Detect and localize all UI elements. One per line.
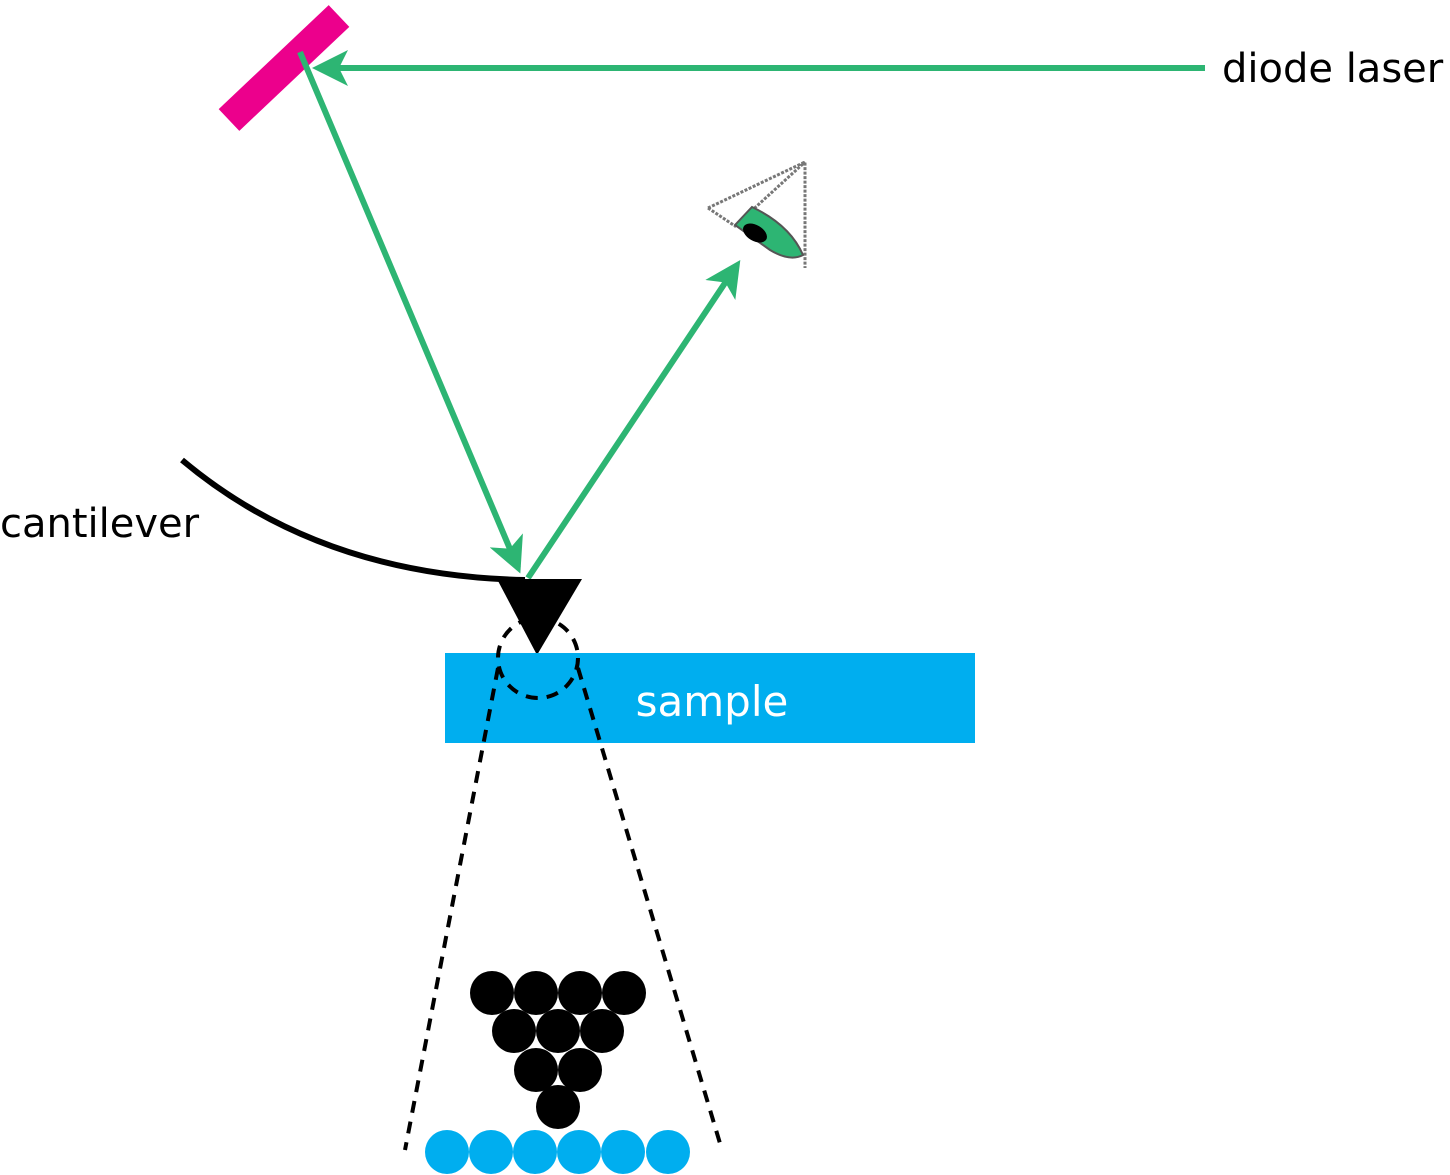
cantilever-label: cantilever	[0, 501, 200, 547]
tip-atoms	[470, 971, 646, 1129]
eye-detector-icon	[707, 159, 807, 268]
sample-label: sample	[636, 677, 789, 726]
laser-beam-reflected	[525, 260, 741, 580]
mirror	[218, 5, 350, 131]
laser-beam-to-tip	[297, 50, 523, 574]
zoom-indicator	[403, 616, 724, 1151]
cantilever	[180, 457, 526, 583]
sample-atoms	[425, 1130, 690, 1174]
diode-laser-label: diode laser	[1222, 46, 1444, 92]
